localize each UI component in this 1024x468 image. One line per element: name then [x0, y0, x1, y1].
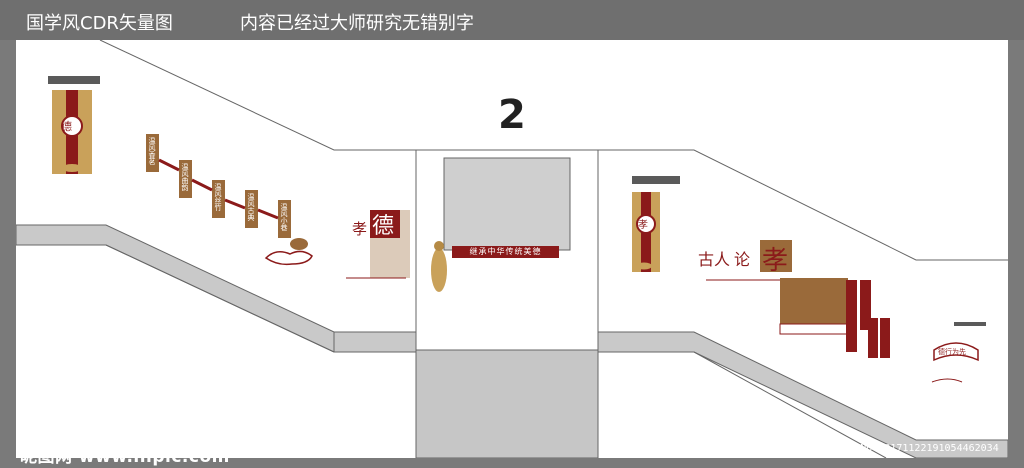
image-id-text: ID:24703175 NO:20171122191054462034 [788, 443, 999, 454]
middle-window [443, 157, 571, 251]
right-panel-char: 孝 [638, 220, 648, 231]
caption-left: 国学风CDR矢量图 [26, 13, 173, 34]
floor-number: 2 [498, 92, 526, 138]
de-big: 德 [372, 214, 395, 239]
step-sign-2: 温风曲韵 [181, 163, 189, 191]
guren-text: 古人 [698, 250, 731, 269]
footer-bar: 昵图网 www.nipic.com ID:24703175 NO:2017112… [0, 430, 1024, 468]
stairwell-drawing [16, 40, 1008, 458]
stepped-signs [146, 134, 291, 238]
xiao-big: 孝 [762, 246, 789, 276]
right-info-board [780, 278, 848, 324]
xiao-block [760, 240, 792, 272]
small-scroll-sign [933, 342, 979, 362]
left-panel-char: 德 [61, 120, 72, 133]
watermark-text: 昵图网 www.nipic.com [20, 447, 230, 467]
step-sign-5: 温风小巷 [280, 203, 288, 231]
step-sign-3: 温风丝竹 [214, 183, 222, 211]
step-sign-4: 温风古典 [247, 193, 255, 221]
xiao-label: 孝 [352, 220, 368, 238]
lun-text: 论 [734, 250, 751, 269]
right-handrail [597, 331, 1008, 458]
small-sign-text: 德行为先 [938, 348, 966, 356]
step-sign-1: 温风香茗 [148, 137, 156, 165]
confucius-statue [431, 248, 447, 292]
left-handrail [16, 224, 417, 353]
caption-right: 内容已经过大师研究无错别字 [240, 13, 474, 34]
heritage-banner: 继承中华传统美德 [452, 246, 559, 258]
wall-canvas: 2 德 温风香茗 温风曲韵 温风丝竹 温风古典 温风小巷 孝 德 继承中华传统美… [16, 40, 1008, 458]
top-caption-bar: 国学风CDR矢量图 内容已经过大师研究无错别字 [0, 0, 1024, 40]
middle-lower-block [415, 349, 599, 458]
de-panel [370, 210, 400, 238]
